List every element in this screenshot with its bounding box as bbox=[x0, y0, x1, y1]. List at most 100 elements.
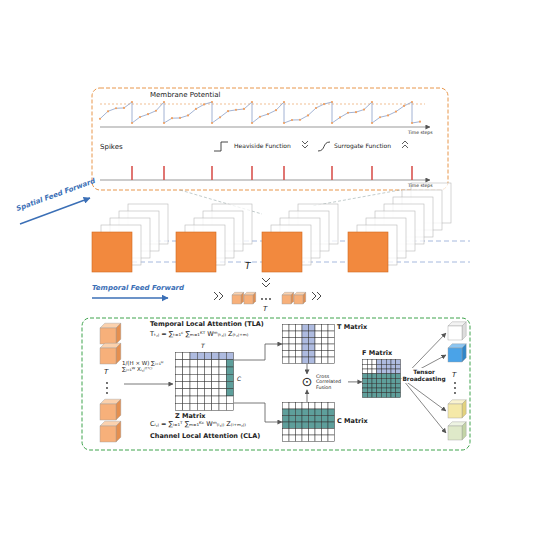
label: Tensor Broadcasting bbox=[402, 368, 446, 383]
potential-dot bbox=[99, 118, 101, 120]
potential-dot bbox=[275, 109, 277, 111]
potential-dot bbox=[187, 114, 189, 116]
attention-panel bbox=[82, 318, 470, 450]
potential-dot bbox=[147, 113, 149, 115]
potential-dot bbox=[235, 109, 237, 111]
potential-dot bbox=[251, 101, 253, 103]
potential-dot bbox=[139, 116, 141, 118]
potential-dot bbox=[419, 121, 421, 123]
label: Channel Local Attention (CLA) bbox=[150, 433, 260, 440]
potential-dot bbox=[203, 103, 205, 105]
output-cube bbox=[448, 344, 466, 362]
label: T bbox=[452, 371, 456, 379]
matrix-box: F Matrix bbox=[362, 350, 401, 398]
potential-dot bbox=[411, 101, 413, 103]
operator-symbol: ⊙ bbox=[300, 375, 314, 389]
potential-dot bbox=[331, 122, 333, 124]
fusion-operator: ⊙Cross Correlated Fusion bbox=[300, 374, 348, 390]
output-cube bbox=[448, 422, 466, 440]
matrix-box: C Matrix bbox=[282, 402, 368, 442]
feature-map-front bbox=[92, 232, 132, 272]
potential-dot bbox=[355, 111, 357, 113]
neuron-panel bbox=[92, 88, 448, 190]
matrix-box: Z Matrix bbox=[175, 352, 234, 420]
spike-bar bbox=[371, 166, 373, 180]
label: Time steps bbox=[408, 130, 433, 135]
small-cube bbox=[244, 292, 256, 304]
potential-dot bbox=[211, 101, 213, 103]
label: T bbox=[245, 261, 251, 271]
label: Temporal Feed Forward bbox=[92, 284, 184, 292]
potential-dot bbox=[267, 113, 269, 115]
potential-dot bbox=[251, 122, 253, 124]
down-chevron bbox=[302, 141, 308, 148]
spike-bar bbox=[331, 166, 333, 180]
heaviside-icon bbox=[214, 142, 228, 151]
potential-dot bbox=[371, 101, 373, 103]
output-cube bbox=[448, 322, 466, 340]
label: Spikes bbox=[100, 143, 123, 151]
connector bbox=[348, 381, 362, 382]
label: Cᵢ,ⱼ = ∑ᵢ₌₁ᵀ ∑ₘ₌₁ᴷᶜ Wᵐ₍ᵢ,ⱼ₎ Z₍ᵢ₊ₘ,ⱼ₎ bbox=[150, 421, 246, 428]
potential-dot bbox=[371, 122, 373, 124]
potential-dot bbox=[163, 101, 165, 103]
spike-bar bbox=[131, 166, 133, 180]
matrix-label: Z Matrix bbox=[175, 413, 206, 420]
label: Surrogate Function bbox=[334, 143, 391, 150]
input-cube bbox=[100, 399, 121, 420]
label: 1/(H × W) ∑ᵢ₌₁ᴴ ∑ⱼ₌₁ᵂ Xᵢ,ⱼ⁽ᵗ'ᶜ⁾ bbox=[122, 360, 174, 373]
connector bbox=[234, 344, 282, 360]
down-chevron bbox=[262, 278, 270, 287]
feature-map-front bbox=[176, 232, 216, 272]
spike-bar bbox=[163, 166, 165, 180]
potential-dot bbox=[131, 122, 133, 124]
input-cube bbox=[100, 421, 121, 442]
matrix-label: C Matrix bbox=[337, 418, 368, 425]
potential-dot bbox=[339, 116, 341, 118]
potential-dot bbox=[227, 110, 229, 112]
potential-dot bbox=[171, 117, 173, 119]
potential-dot bbox=[107, 110, 109, 112]
potential-dot bbox=[347, 112, 349, 114]
potential-dot bbox=[259, 116, 261, 118]
potential-dot bbox=[115, 107, 117, 109]
chevron bbox=[214, 292, 223, 300]
potential-dot bbox=[179, 117, 181, 119]
input-cube bbox=[100, 323, 121, 344]
potential-dot bbox=[163, 122, 165, 124]
potential-dot bbox=[291, 119, 293, 121]
connector bbox=[307, 364, 308, 374]
potential-dot bbox=[323, 103, 325, 105]
matrix-grid bbox=[175, 352, 234, 411]
potential-dot bbox=[363, 108, 365, 110]
matrix-grid bbox=[282, 324, 335, 364]
potential-dot bbox=[387, 114, 389, 116]
potential-dot bbox=[283, 101, 285, 103]
potential-dot bbox=[195, 108, 197, 110]
input-cube bbox=[100, 343, 121, 364]
pool-arrow bbox=[124, 384, 173, 385]
output-cube bbox=[448, 400, 466, 418]
small-cube bbox=[294, 292, 306, 304]
time-axis bbox=[100, 180, 430, 181]
potential-dot bbox=[315, 107, 317, 109]
time-axis bbox=[100, 127, 430, 128]
matrix-box: T Matrix bbox=[282, 324, 367, 364]
label: T bbox=[201, 343, 205, 350]
potential-dot bbox=[307, 114, 309, 116]
matrix-label: T Matrix bbox=[337, 324, 367, 331]
threshold-line bbox=[100, 104, 425, 105]
operator-label: Cross Correlated Fusion bbox=[316, 374, 348, 390]
connector bbox=[234, 403, 282, 422]
label: T bbox=[263, 305, 267, 313]
surrogate-icon bbox=[318, 142, 330, 151]
label: C bbox=[237, 376, 241, 383]
spike-bar bbox=[211, 166, 213, 180]
potential-dot bbox=[131, 101, 133, 103]
potential-dot bbox=[211, 122, 213, 124]
temporal-arrow bbox=[92, 297, 168, 298]
potential-dot bbox=[283, 122, 285, 124]
spike-bar bbox=[251, 166, 253, 180]
potential-dot bbox=[123, 107, 125, 109]
